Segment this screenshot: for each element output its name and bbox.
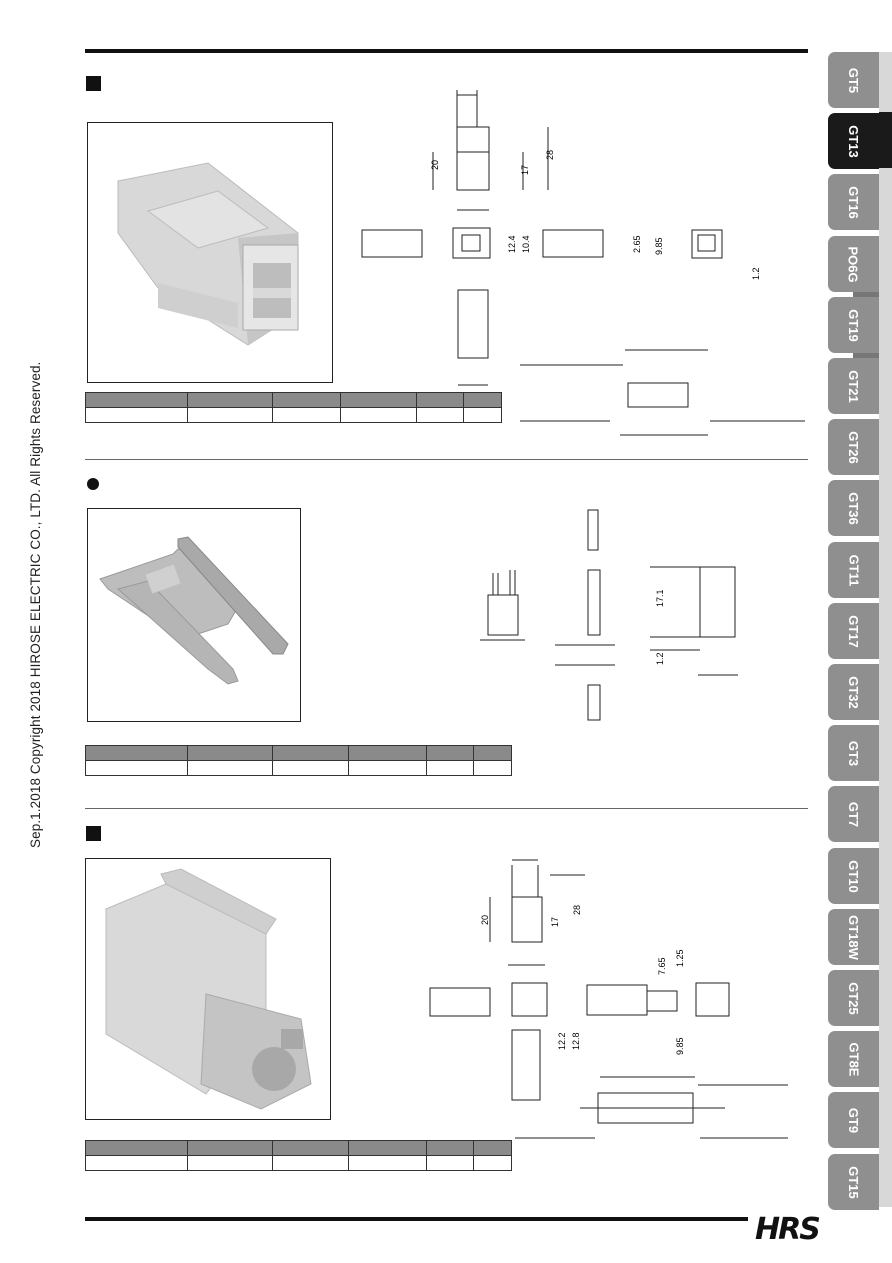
section-marker-square <box>86 76 101 91</box>
product-photo-plug-housing <box>87 122 333 383</box>
tab-label: GT3 <box>845 740 861 766</box>
tab-label: GT25 <box>845 981 861 1015</box>
drawing-2: 17.1 1.2 <box>480 509 738 721</box>
dim-side-1-2: 1.2 <box>751 267 761 280</box>
tab-gt19[interactable]: GT19 <box>828 297 879 353</box>
section-divider-1 <box>85 459 808 460</box>
tab-label: GT13 <box>845 124 861 158</box>
tab-label: GT9 <box>845 1107 861 1133</box>
tab-gt18w[interactable]: GT18W <box>828 909 879 965</box>
drawing-1: 20 17 28 12.4 10.4 2.65 9.85 1.2 <box>361 90 805 436</box>
tab-gt5[interactable]: GT5 <box>828 52 879 108</box>
drawing-3: 20 17 28 7.65 1.25 12.2 12.8 9.85 <box>429 859 788 1139</box>
product-photo-retainer <box>87 508 301 722</box>
tab-label: GT21 <box>845 369 861 403</box>
dim-side-9-85: 9.85 <box>654 237 664 255</box>
spec-table-1 <box>85 392 502 423</box>
dim-top-17: 17 <box>520 165 530 175</box>
sidebar-track-active <box>879 112 892 168</box>
dim-side-10-4: 10.4 <box>521 235 531 253</box>
tab-gt7[interactable]: GT7 <box>828 786 879 842</box>
tab-gt10[interactable]: GT10 <box>828 848 879 904</box>
tab-label: GT7 <box>845 801 861 827</box>
dim-7-65: 7.65 <box>657 957 667 975</box>
dim-17: 17 <box>550 917 560 927</box>
spec-table-3 <box>85 1140 512 1171</box>
tab-label: GT11 <box>845 554 861 586</box>
dim-12-2: 12.2 <box>557 1032 567 1050</box>
section-marker-dot <box>87 478 99 490</box>
bottom-rule <box>85 1217 748 1221</box>
tab-label: GT17 <box>845 614 861 648</box>
dim-1-25: 1.25 <box>675 949 685 967</box>
tab-label: GT36 <box>845 491 861 525</box>
tab-gt16[interactable]: GT16 <box>828 174 879 230</box>
tab-label: GT18W <box>845 914 861 960</box>
section-marker-square <box>86 826 101 841</box>
tab-gt9[interactable]: GT9 <box>828 1092 879 1148</box>
tab-gt32[interactable]: GT32 <box>828 664 879 720</box>
dim-side-2-65: 2.65 <box>632 235 642 253</box>
dim-top-20: 20 <box>430 160 440 170</box>
product-photo-receptacle-housing <box>85 858 331 1120</box>
tab-gt36[interactable]: GT36 <box>828 480 879 536</box>
tab-label: GT15 <box>845 1165 861 1199</box>
tab-label: GT16 <box>845 185 861 219</box>
tab-gt17[interactable]: GT17 <box>828 603 879 659</box>
tab-gt26[interactable]: GT26 <box>828 419 879 475</box>
tab-gt3[interactable]: GT3 <box>828 725 879 781</box>
copyright-notice: Sep.1.2018 Copyright 2018 HIROSE ELECTRI… <box>28 361 43 848</box>
dim-9-85: 9.85 <box>675 1037 685 1055</box>
dim-28: 28 <box>572 905 582 915</box>
tab-label: GT26 <box>845 430 861 464</box>
tab-gt15[interactable]: GT15 <box>828 1154 879 1210</box>
dim-12-8: 12.8 <box>571 1032 581 1050</box>
tab-gt8e[interactable]: GT8E <box>828 1031 879 1087</box>
tab-label: GT10 <box>845 859 861 893</box>
dim-side-12-4: 12.4 <box>507 235 517 253</box>
top-rule <box>85 49 808 53</box>
dim-1-2: 1.2 <box>655 652 665 665</box>
section-divider-2 <box>85 808 808 809</box>
sidebar-track <box>879 52 892 1207</box>
dim-top-28: 28 <box>545 150 555 160</box>
spec-table-2 <box>85 745 512 776</box>
tab-po6g[interactable]: PO6G <box>828 236 879 292</box>
tab-label: GT32 <box>845 675 861 709</box>
tab-gt25[interactable]: GT25 <box>828 970 879 1026</box>
tab-gt21[interactable]: GT21 <box>828 358 879 414</box>
dim-20: 20 <box>480 915 490 925</box>
tab-gt13[interactable]: GT13 <box>828 113 879 169</box>
tab-label: GT5 <box>845 67 861 93</box>
tab-label: GT8E <box>846 1042 861 1076</box>
tab-label: GT19 <box>845 308 861 342</box>
tab-label: PO6G <box>846 245 861 283</box>
dim-17-1: 17.1 <box>655 589 665 607</box>
hrs-logo: HRS <box>755 1212 821 1247</box>
tab-gt11[interactable]: GT11 <box>828 542 879 598</box>
